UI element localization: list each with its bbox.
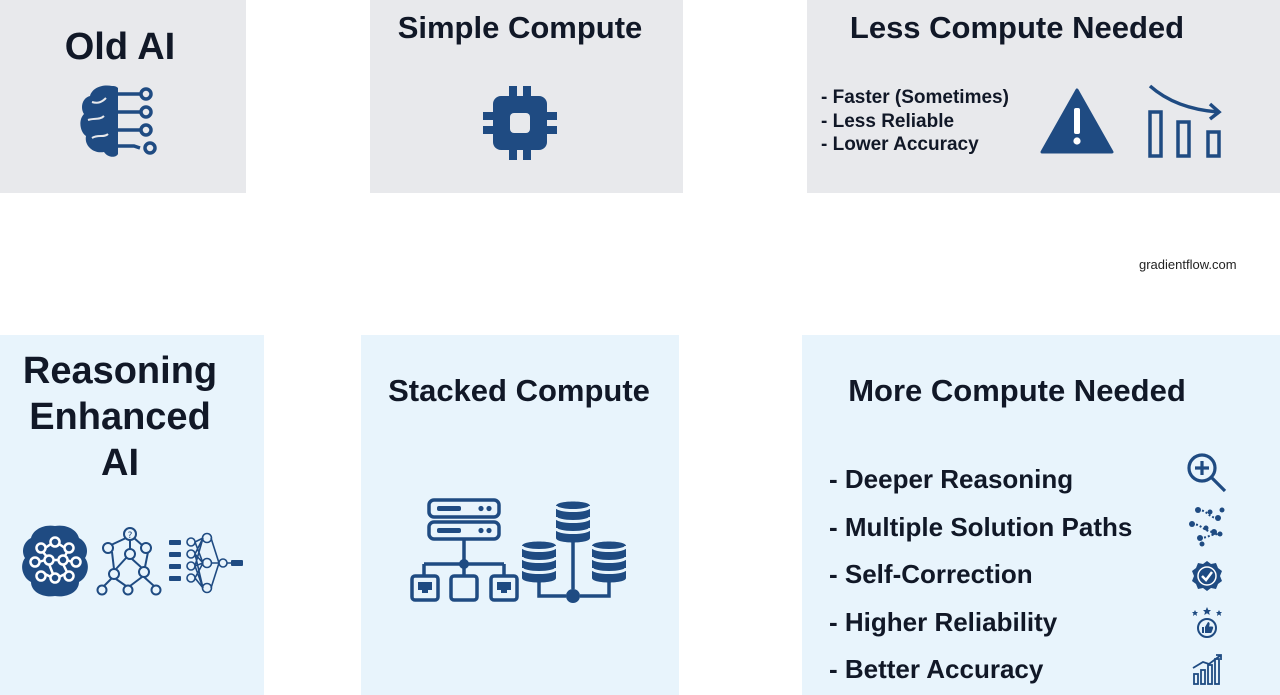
neural-brain-icon: [22, 525, 88, 597]
old-ai-title: Old AI: [64, 26, 176, 68]
growth-chart-icon: [1192, 654, 1222, 685]
reasoning-ai-title: Reasoning Enhanced AI: [0, 348, 240, 486]
decision-tree-icon: ?: [96, 527, 162, 596]
list-item: - Lower Accuracy: [821, 134, 979, 155]
branching-paths-icon: [1189, 507, 1225, 547]
reasoning-ai-panel: [0, 335, 264, 695]
simple-compute-title: Simple Compute: [397, 10, 643, 45]
thumbs-up-stars-icon: [1192, 607, 1222, 638]
brain-circuit-icon: [80, 85, 157, 157]
title-line: Reasoning: [22, 350, 218, 392]
more-compute-title: More Compute Needed: [848, 373, 1186, 408]
list-item: - Higher Reliability: [829, 606, 1058, 637]
less-compute-title: Less Compute Needed: [849, 10, 1185, 45]
stacked-compute-title: Stacked Compute: [388, 373, 650, 408]
less-compute-panel: [807, 0, 1280, 193]
warning-triangle-icon: [1040, 88, 1114, 154]
magnifier-plus-icon: [1187, 453, 1227, 493]
stacked-compute-panel: [361, 335, 679, 695]
declining-bar-chart-icon: [1148, 84, 1222, 158]
list-item: - Self-Correction: [829, 559, 1033, 589]
old-ai-panel: [0, 0, 246, 193]
watermark-text: gradientflow.com: [1139, 257, 1237, 272]
list-item: - Better Accuracy: [829, 654, 1044, 684]
verified-badge-icon: [1192, 561, 1222, 591]
list-item: - Faster (Sometimes): [821, 87, 1009, 108]
cpu-chip-icon: [483, 86, 557, 160]
list-item: - Multiple Solution Paths: [829, 511, 1133, 542]
list-item: - Deeper Reasoning: [829, 464, 1074, 494]
more-compute-list: - Deeper Reasoning - Multiple Solution P…: [829, 456, 1132, 694]
title-line: Enhanced: [29, 396, 211, 438]
less-compute-list: - Faster (Sometimes) - Less Reliable - L…: [821, 86, 1009, 157]
database-cluster-icon: [520, 501, 628, 603]
server-network-icon: [410, 498, 519, 602]
neural-network-icon: [169, 532, 243, 594]
svg-text:?: ?: [128, 531, 133, 541]
list-item: - Less Reliable: [821, 110, 955, 132]
title-line: AI: [101, 442, 139, 484]
